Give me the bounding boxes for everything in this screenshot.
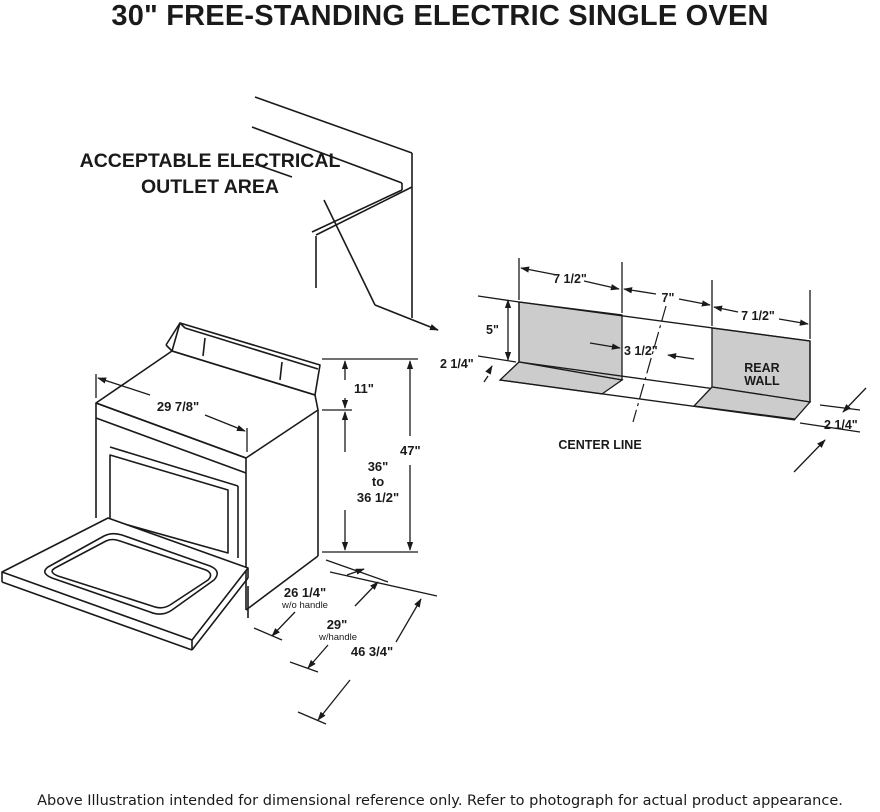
floor-right-label: 2 1/4": [824, 418, 858, 432]
depth-without-handle-note: w/o handle: [281, 600, 328, 611]
depth-without-handle-label: 26 1/4": [284, 585, 326, 600]
outlet-left-width-label: 7 1/2": [553, 272, 587, 286]
floor-right: [692, 386, 812, 420]
counter-height-label-line2: to: [372, 474, 384, 489]
floor-left-label: 2 1/4": [440, 357, 474, 371]
page-title: 30" FREE-STANDING ELECTRIC SINGLE OVEN: [111, 0, 769, 32]
counter-height-label-line1: 36": [368, 459, 389, 474]
range-dimension-arrows: [95, 358, 438, 725]
range-width-label: 29 7/8": [157, 399, 199, 414]
center-line: [632, 305, 667, 423]
depth-door-open-label: 46 3/4": [351, 644, 393, 659]
backguard-height-label: 11": [354, 381, 374, 396]
outlet-detail: 7 1/2" 7" 7 1/2" 5" 3 1/2" 2 1/4" 2 1/4"…: [440, 258, 867, 473]
counter-height-label-line3: 36 1/2": [357, 490, 399, 505]
rear-wall-label-line2: WALL: [744, 374, 780, 388]
outlet-label-line2: OUTLET AREA: [141, 176, 279, 198]
wall-outline: [251, 96, 413, 318]
outlet-right-width-label: 7 1/2": [741, 309, 775, 323]
outlet-height-label: 5": [486, 323, 499, 337]
depth-with-handle-label: 29": [327, 617, 348, 632]
depth-with-handle-note: w/handle: [318, 632, 357, 643]
range-drawing: [1, 322, 321, 651]
outlet-center-width-label: 7": [662, 291, 675, 305]
rear-wall-label-line1: REAR: [744, 361, 779, 375]
outlet-pointer: [323, 199, 439, 331]
outlet-detail-arrows: [483, 266, 867, 473]
footnote: Above Illustration intended for dimensio…: [37, 793, 843, 809]
overall-height-label: 47": [400, 443, 421, 458]
outlet-label-line1: ACCEPTABLE ELECTRICAL: [80, 150, 341, 172]
range-dimension-labels: 29 7/8" 11" 36" to 36 1/2" 47" 26 1/4" w…: [157, 381, 421, 659]
center-line-label: CENTER LINE: [558, 438, 641, 452]
outlet-center-offset-label: 3 1/2": [624, 344, 658, 358]
